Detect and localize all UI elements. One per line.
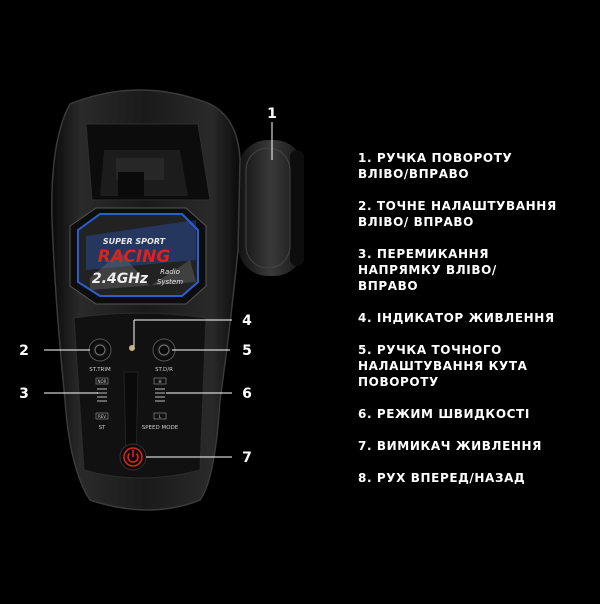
st-reverse-switch[interactable] [95, 377, 109, 420]
callout-7: 7 [242, 450, 252, 466]
callout-1: 1 [267, 106, 277, 122]
legend-item-1: 1. РУЧКА ПОВОРОТУ ВЛІВО/ВПРАВО [358, 151, 513, 181]
callout-4: 4 [242, 313, 252, 329]
legend-item-7: 7. ВИМИКАЧ ЖИВЛЕННЯ [358, 439, 542, 453]
callout-5: 5 [242, 343, 252, 359]
callout-3: 3 [19, 386, 29, 402]
power-button[interactable] [119, 443, 147, 471]
legend-item-4: 4. ІНДИКАТОР ЖИВЛЕННЯ [358, 311, 555, 325]
frequency-text: 2.4GHz [92, 271, 149, 287]
speed-mode-switch[interactable] [153, 377, 167, 420]
legend-item-3: 3. ПЕРЕМИКАННЯ НАПРЯМКУ ВЛІВО/ ВПРАВО [358, 247, 497, 293]
steering-wheel[interactable] [238, 140, 304, 276]
st-label: ST [99, 425, 106, 431]
system-text: System [157, 278, 183, 286]
rev-label: REV [98, 414, 106, 419]
legend-item-2: 2. ТОЧНЕ НАЛАШТУВАННЯ ВЛІВО/ ВПРАВО [358, 199, 557, 229]
legend-item-6: 6. РЕЖИМ ШВИДКОСТІ [358, 407, 530, 421]
speed-low-label: L [159, 414, 162, 419]
trigger-housing [85, 123, 211, 201]
st-trim-label: ST.TRIM [89, 367, 111, 373]
legend-item-8: 8. РУХ ВПЕРЕД/НАЗАД [358, 471, 526, 485]
brand-label: SUPER SPORT RACING 2.4GHz Radio System [69, 207, 207, 305]
legend-item-5: 5. РУЧКА ТОЧНОГО НАЛАШТУВАННЯ КУТА ПОВОР… [358, 343, 528, 389]
speed-mode-label: SPEED MODE [142, 425, 179, 431]
st-trim-knob[interactable] [88, 338, 112, 362]
nor-label: NOR [98, 379, 107, 384]
brand-main-text: RACING [98, 247, 171, 267]
brand-top-text: SUPER SPORT [103, 237, 166, 246]
st-dr-knob[interactable] [152, 338, 176, 362]
radio-text: Radio [160, 268, 180, 276]
speed-high-label: H [158, 379, 161, 384]
power-icon [127, 452, 139, 463]
st-dr-label: ST.D/R [155, 367, 173, 373]
power-indicator-led [129, 345, 135, 351]
feature-legend: 1. РУЧКА ПОВОРОТУ ВЛІВО/ВПРАВО 2. ТОЧНЕ … [358, 150, 558, 502]
callout-2: 2 [19, 343, 29, 359]
callout-lines [44, 122, 273, 458]
callout-6: 6 [242, 386, 252, 402]
